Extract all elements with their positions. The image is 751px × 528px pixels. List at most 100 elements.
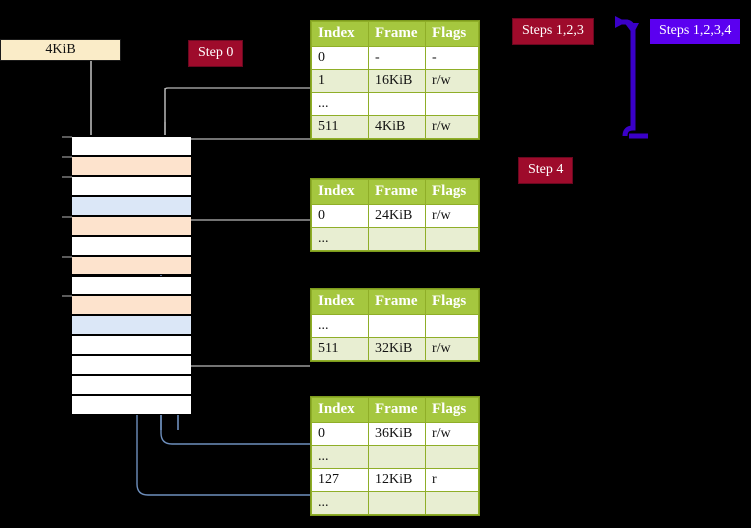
table-row: ... [311, 491, 479, 515]
memory-row-tick [62, 155, 72, 158]
table-cell: 1 [311, 69, 369, 93]
memory-column [62, 135, 191, 415]
table-cell: 12KiB [368, 468, 426, 492]
kib-label-box: 4KiB [0, 39, 121, 61]
badge-steps-123-text: Steps 1,2,3 [522, 23, 584, 38]
memory-row-tick [62, 136, 72, 138]
table-cell [368, 92, 426, 116]
table-cell: - [425, 46, 479, 70]
table-cell: 511 [311, 115, 369, 139]
table-cell: 0 [311, 46, 369, 70]
memory-frame-row [72, 275, 191, 296]
column-header-index: Index [311, 179, 369, 205]
table-cell: 36KiB [368, 422, 426, 446]
badge-step-0: Step 0 [189, 41, 243, 66]
table-cell: r/w [425, 337, 479, 361]
table-cell: ... [311, 92, 369, 116]
table-row: 0-- [311, 46, 479, 70]
table-cell: ... [311, 227, 369, 251]
column-header-frame: Frame [368, 21, 426, 47]
badge-step-0-text: Step 0 [198, 45, 234, 60]
table-cell: 4KiB [368, 115, 426, 139]
badge-step-4-text: Step 4 [528, 162, 564, 177]
table-cell [368, 314, 426, 338]
column-header-frame: Frame [368, 179, 426, 205]
column-header-index: Index [311, 289, 369, 315]
memory-frame-row [72, 335, 191, 356]
table-cell: r/w [425, 204, 479, 228]
badge-steps-1234: Steps 1,2,3,4 [650, 19, 741, 44]
table-cell: 511 [311, 337, 369, 361]
table-cell: 32KiB [368, 337, 426, 361]
column-header-frame: Frame [368, 289, 426, 315]
table-cell [425, 491, 479, 515]
table-cell: 0 [311, 422, 369, 446]
column-header-frame: Frame [368, 397, 426, 423]
table-cell: 0 [311, 204, 369, 228]
column-header-flags: Flags [425, 289, 479, 315]
memory-frame-row [72, 155, 191, 176]
table-cell [425, 445, 479, 469]
memory-row-tick [62, 295, 72, 298]
table-cell: - [368, 46, 426, 70]
memory-row-tick [62, 215, 72, 218]
badge-step-4: Step 4 [519, 158, 573, 183]
memory-row-tick [62, 255, 72, 258]
memory-frame-row [72, 375, 191, 396]
memory-frame-row [72, 255, 191, 276]
table-cell: ... [311, 314, 369, 338]
table-cell: r/w [425, 69, 479, 93]
column-header-index: Index [311, 397, 369, 423]
table-cell [425, 314, 479, 338]
table-cell [425, 227, 479, 251]
table-cell: ... [311, 491, 369, 515]
table-cell [425, 92, 479, 116]
memory-frame-row [72, 215, 191, 236]
wire-steps-loop-arrow [615, 16, 648, 139]
table-cell: ... [311, 445, 369, 469]
table-cell: r/w [425, 115, 479, 139]
table-row: ... [311, 227, 479, 251]
memory-frame-row [72, 175, 191, 196]
badge-steps-1234-text: Steps 1,2,3,4 [659, 23, 732, 38]
wire-table2-branch [175, 219, 310, 249]
table-row: ... [311, 445, 479, 469]
table-cell: r [425, 468, 479, 492]
memory-frame-row [72, 395, 191, 415]
column-header-flags: Flags [425, 397, 479, 423]
table-cell [368, 445, 426, 469]
kib-label-text: 4KiB [45, 42, 76, 57]
table-cell: 16KiB [368, 69, 426, 93]
memory-frame-row [72, 136, 191, 156]
table-cell: 24KiB [368, 204, 426, 228]
wire-pd-to-memory [169, 308, 310, 367]
table-cell [368, 491, 426, 515]
table-row: ... [311, 92, 479, 116]
table-cell: 127 [311, 468, 369, 492]
memory-frame-row [72, 295, 191, 316]
memory-row-tick [62, 175, 72, 178]
column-header-flags: Flags [425, 179, 479, 205]
memory-frame-row [72, 355, 191, 376]
table-cell [368, 227, 426, 251]
memory-frame-row [72, 235, 191, 256]
memory-frame-row [72, 195, 191, 216]
table-row: ... [311, 314, 479, 338]
column-header-index: Index [311, 21, 369, 47]
column-header-flags: Flags [425, 21, 479, 47]
table-cell: r/w [425, 422, 479, 446]
